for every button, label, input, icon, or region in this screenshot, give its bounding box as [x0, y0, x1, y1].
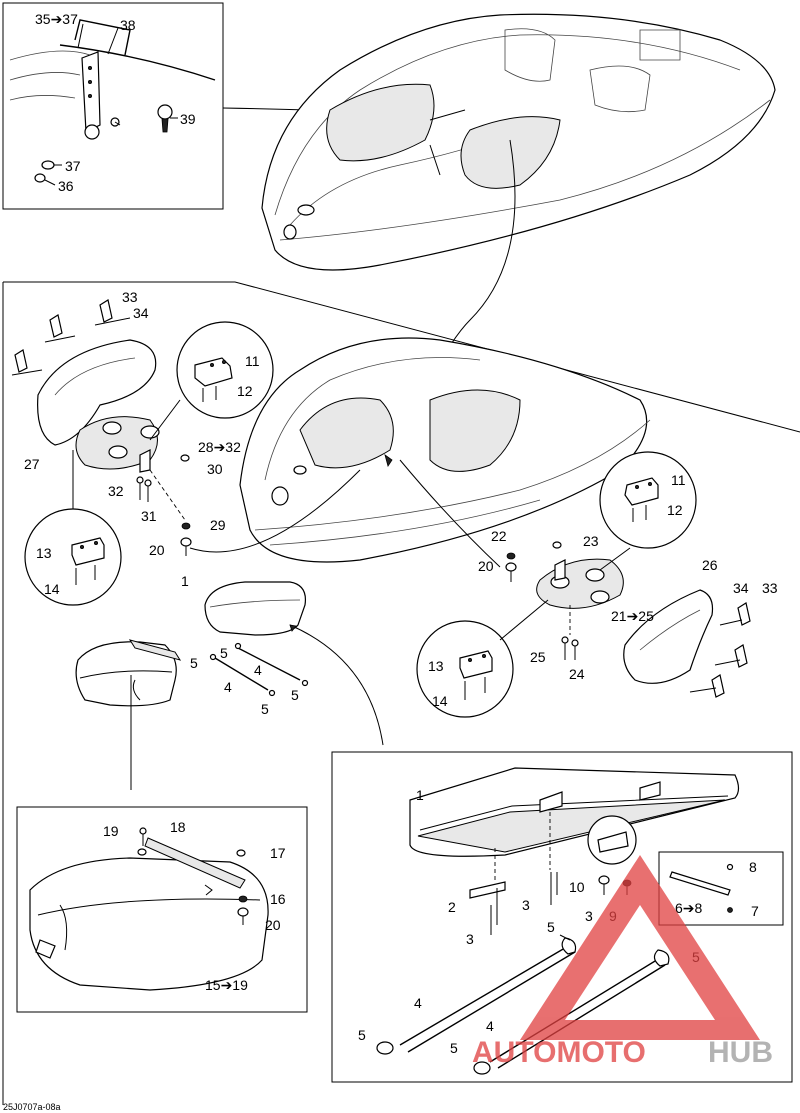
callout-8: 8	[749, 859, 757, 875]
callout-34-left: 34	[133, 305, 149, 321]
watermark-text-hub: HUB	[708, 1036, 773, 1069]
boat-overview-illustration	[261, 13, 776, 271]
callout-11-right: 11	[671, 472, 686, 488]
callout-1-frame: 1	[416, 787, 424, 803]
left-seat-bracket-group	[11, 299, 361, 606]
callout-19: 19	[103, 823, 119, 839]
callout-22: 22	[491, 528, 507, 544]
callout-5-mid-b: 5	[190, 655, 198, 671]
callout-20-left: 20	[149, 542, 165, 558]
callout-4-frame-a: 4	[414, 995, 422, 1011]
callout-4-frame-b: 4	[486, 1018, 494, 1034]
callout-18: 18	[170, 819, 186, 835]
callout-36: 36	[58, 178, 74, 194]
reference-code: 25J0707a-08a	[3, 1102, 61, 1112]
callout-29: 29	[210, 517, 226, 533]
callout-33-right: 33	[762, 580, 778, 596]
callout-32: 32	[108, 483, 124, 499]
callout-3-c: 3	[585, 908, 593, 924]
callout-5-mid-a: 5	[220, 645, 228, 661]
watermark-triangle-icon	[520, 855, 760, 1040]
callout-13-left: 13	[36, 545, 52, 561]
seat-detail-inset	[29, 827, 269, 991]
callout-5-frame-a: 5	[547, 919, 555, 935]
right-seat-bracket-group	[399, 451, 751, 718]
callout-5-mid-d: 5	[261, 701, 269, 717]
callout-28-32: 28➔32	[198, 439, 241, 455]
callout-11-left: 11	[245, 353, 260, 369]
callout-38: 38	[120, 17, 136, 33]
callout-13-right: 13	[428, 658, 444, 674]
callout-15-19: 15➔19	[205, 977, 248, 993]
center-cushion-group	[75, 581, 384, 790]
callout-14-left: 14	[44, 581, 60, 597]
cushion-frame-detail	[376, 767, 740, 1075]
boat-bow-illustration	[239, 337, 651, 563]
callout-5-frame-d: 5	[450, 1040, 458, 1056]
callout-2: 2	[448, 899, 456, 915]
callout-12-left: 12	[237, 383, 253, 399]
callout-26: 26	[702, 557, 718, 573]
automotohub-watermark: AUTOMOTO HUB	[472, 855, 773, 1069]
callout-5-frame-c: 5	[358, 1027, 366, 1043]
callout-3-a: 3	[522, 897, 530, 913]
callout-1-mid: 1	[181, 573, 189, 589]
callout-37: 37	[65, 158, 81, 174]
callout-30: 30	[207, 461, 223, 477]
watermark-text-automoto: AUTOMOTO	[472, 1036, 646, 1069]
callout-20-right: 20	[478, 558, 494, 574]
callout-27: 27	[24, 456, 40, 472]
callout-7: 7	[751, 903, 759, 919]
callout-14-right: 14	[432, 693, 448, 709]
callout-24: 24	[569, 666, 585, 682]
callout-21-25: 21➔25	[611, 608, 654, 624]
callout-12-right: 12	[667, 502, 683, 518]
hinge-detail-inset	[9, 19, 216, 186]
callout-17: 17	[270, 845, 286, 861]
callout-35-37: 35➔37	[35, 11, 78, 27]
callout-39: 39	[180, 111, 196, 127]
callout-4-mid-b: 4	[224, 679, 232, 695]
callout-5-mid-c: 5	[291, 687, 299, 703]
callout-20-inset: 20	[265, 917, 281, 933]
callout-34-right: 34	[733, 580, 749, 596]
callout-31: 31	[141, 508, 157, 524]
callout-3-b: 3	[466, 931, 474, 947]
callout-6-8: 6➔8	[675, 900, 703, 916]
callout-23: 23	[583, 533, 599, 549]
callout-33-left: 33	[122, 289, 138, 305]
callout-16: 16	[270, 891, 286, 907]
callout-4-mid-a: 4	[254, 662, 262, 678]
callout-10: 10	[569, 879, 585, 895]
callout-25: 25	[530, 649, 546, 665]
